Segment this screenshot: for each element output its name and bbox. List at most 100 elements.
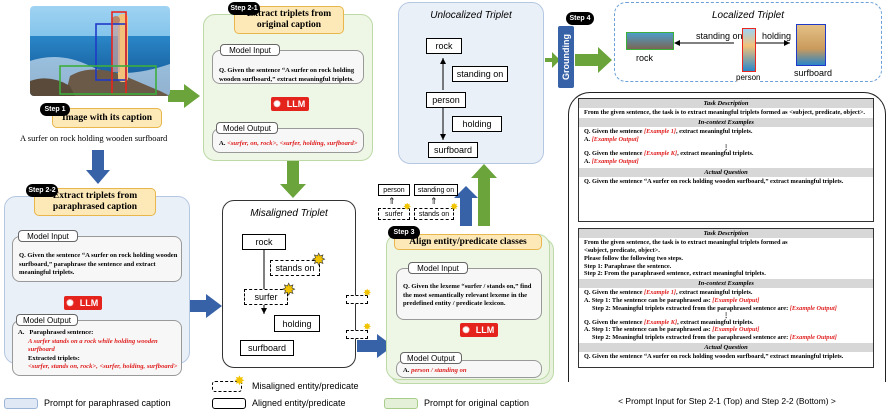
misaligned-star-icon: ✸ [282, 282, 296, 300]
step21-badge: Step 2-1 [228, 2, 260, 15]
step21-answer: <surfer, on, rock>, <surfer, holding, su… [227, 140, 358, 147]
prompt-bottom-actual-hdr: Actual Question [579, 343, 873, 353]
prompt-bottom-dots: ⋮ [722, 311, 730, 319]
step3-llm: ✺ LLM [460, 323, 498, 337]
localized-standing-on-label: standing on [696, 31, 743, 41]
small-dashed-box [346, 295, 368, 304]
small-star-icon: ✸ [363, 288, 372, 299]
prompt-bottom-ex1-out1: [Example Output] [712, 297, 760, 305]
prompt-bottom-ex1-a1: A. Step 1: The sentence can be paraphras… [584, 297, 713, 305]
legend-swatch-original [384, 398, 418, 409]
step21-answer-prefix: A. [219, 140, 226, 147]
prompt-bottom-actual: Q. Given the sentence “A surfer on rock … [584, 353, 844, 361]
prompt-top-actual-hdr: Actual Question [579, 167, 873, 177]
prompt-top-ex1-q: Q. Given the sentence [584, 128, 644, 136]
legend-swatch-aligned [212, 398, 246, 409]
arrow-misaligned-to-step3 [357, 334, 393, 358]
misaligned-node-surfer: surfer [244, 289, 288, 305]
caption-image [30, 6, 170, 96]
align-node-stands-on: stands on [414, 208, 454, 220]
localized-person-label: person [736, 73, 761, 82]
unlocalized-node-person: person [426, 92, 466, 108]
prompt-bottom-task-hdr: Task Description [579, 229, 873, 238]
localized-rock-label: rock [636, 53, 654, 63]
small-dashed-box [346, 330, 368, 339]
step3-output-box: A. person / standing on [396, 360, 542, 378]
unlocalized-node-surfboard: surfboard [428, 142, 478, 158]
arrow-unlocalized-to-grounding [545, 52, 560, 68]
localized-rock-image [626, 32, 674, 50]
prompt-bottom-exk-post: , extract meaningful triplets. [677, 318, 754, 326]
step22-para-value: A surfer stands on a rock while holding … [28, 337, 158, 354]
unlocalized-title: Unlocalized Triplet [430, 10, 512, 21]
prompt-top-ex1-post: , extract meaningful triplets. [676, 128, 753, 136]
legend-paraphrased: Prompt for paraphrased caption [44, 398, 171, 408]
prompt-bottom-ex1-out2: [Example Output] [789, 305, 837, 313]
step22-trip-label: Extracted triplets: [28, 354, 80, 362]
step4-badge: Step 4 [566, 12, 594, 25]
prompt-bottom-exk-out1: [Example Output] [712, 326, 760, 334]
misaligned-node-surfboard: surfboard [240, 340, 294, 356]
prompt-bottom-exk-ref: [Example K] [644, 318, 678, 326]
prompt-top-exk-q: Q. Given the sentence [584, 150, 644, 158]
mini-star-icon: ✸ [403, 202, 412, 213]
llm-logo-icon: ✺ [460, 323, 472, 337]
step22-input-box: Q. Given the sentence “A surfer on rock … [12, 236, 182, 282]
prompt-bottom-ex1-post: , extract meaningful triplets. [676, 289, 753, 297]
step22-llm: ✺ LLM [64, 296, 102, 310]
prompt-bottom-exk-q: Q. Given the sentence [584, 318, 644, 326]
unlocalized-node-holding: holding [452, 116, 502, 132]
grounding-text: Grounding [561, 34, 571, 80]
prompt-bottom-task-3: Please follow the following two steps. [584, 254, 683, 262]
align-node-standing-on: standing on [414, 184, 458, 196]
surf-photo-illustration [30, 6, 170, 96]
unlocalized-panel [398, 2, 544, 164]
legend-star-icon: ✸ [234, 373, 245, 388]
prompt-bottom-task-1: From the given sentence, the task is to … [584, 239, 788, 246]
step3-answer-prefix: A. [403, 367, 410, 374]
step22-trip-value: <surfer, stands on, rock>, <surfer, hold… [28, 363, 178, 371]
prompt-bottom-ex1-q: Q. Given the sentence [584, 289, 644, 297]
prompt-caption: < Prompt Input for Step 2-1 (Top) and St… [618, 396, 836, 406]
prompt-top-table: Task Description From the given sentence… [578, 98, 874, 222]
legend-original: Prompt for original caption [424, 398, 530, 408]
prompt-top-dots: ⋮ [722, 143, 730, 151]
step22-title: Extract triplets from paraphrased captio… [34, 188, 156, 216]
prompt-top-ex1-a: A. [584, 136, 592, 144]
llm-logo-icon: ✺ [64, 296, 76, 310]
mini-star-icon: ✸ [450, 202, 459, 213]
prompt-top-incontext-hdr: In-context Examples [579, 118, 873, 128]
prompt-bottom-ex1-a2: Step 2: Meaningful triplets extracted fr… [592, 305, 790, 313]
double-up-arrow-icon: ⇑ [430, 196, 438, 206]
align-node-person: person [378, 184, 410, 196]
localized-surfboard-image [796, 24, 826, 66]
prompt-bottom-task-5: Step 2: From the paraphrased sentence, e… [584, 270, 766, 278]
step22-model-input-label: Model Input [18, 230, 78, 242]
misaligned-node-rock: rock [242, 234, 286, 250]
prompt-top-ex1-ref: [Example 1] [644, 128, 677, 136]
prompt-top-exk-ref: [Example K] [644, 150, 678, 158]
bbox-rock [59, 65, 157, 95]
step1-badge: Step 1 [40, 103, 70, 116]
arrow-caption-to-step22 [86, 150, 110, 184]
unlocalized-node-standing-on: standing on [452, 66, 508, 82]
align-node-surfer: surfer [378, 208, 410, 220]
arrow-step21-to-misaligned [280, 160, 306, 198]
localized-holding-label: holding [762, 31, 792, 41]
prompt-bottom-exk-out2: [Example Output] [789, 334, 837, 342]
double-up-arrow-icon: ⇑ [388, 196, 396, 206]
arrow-step3-to-unlocalized-2 [454, 186, 478, 226]
caption-text: A surfer on rock holding wooden surfboar… [20, 133, 168, 143]
step21-llm: ✺ LLM [271, 97, 309, 111]
arrow-grounding-to-localized [575, 47, 612, 73]
prompt-bottom-table: Task Description From the given sentence… [578, 228, 874, 368]
misaligned-title: Misaligned Triplet [250, 208, 328, 219]
grounding-label: Grounding [558, 26, 574, 88]
localized-surfboard-label: surfboard [794, 68, 833, 78]
prompt-bottom-ex1-ref: [Example 1] [644, 289, 677, 297]
unlocalized-graph-lines [440, 58, 446, 140]
prompt-top-task-hdr: Task Description [579, 99, 873, 108]
prompt-bottom-task-2: <subject, predicate, object>. [584, 246, 660, 254]
small-star-icon: ✸ [363, 322, 372, 333]
llm-logo-icon: ✺ [271, 97, 283, 111]
